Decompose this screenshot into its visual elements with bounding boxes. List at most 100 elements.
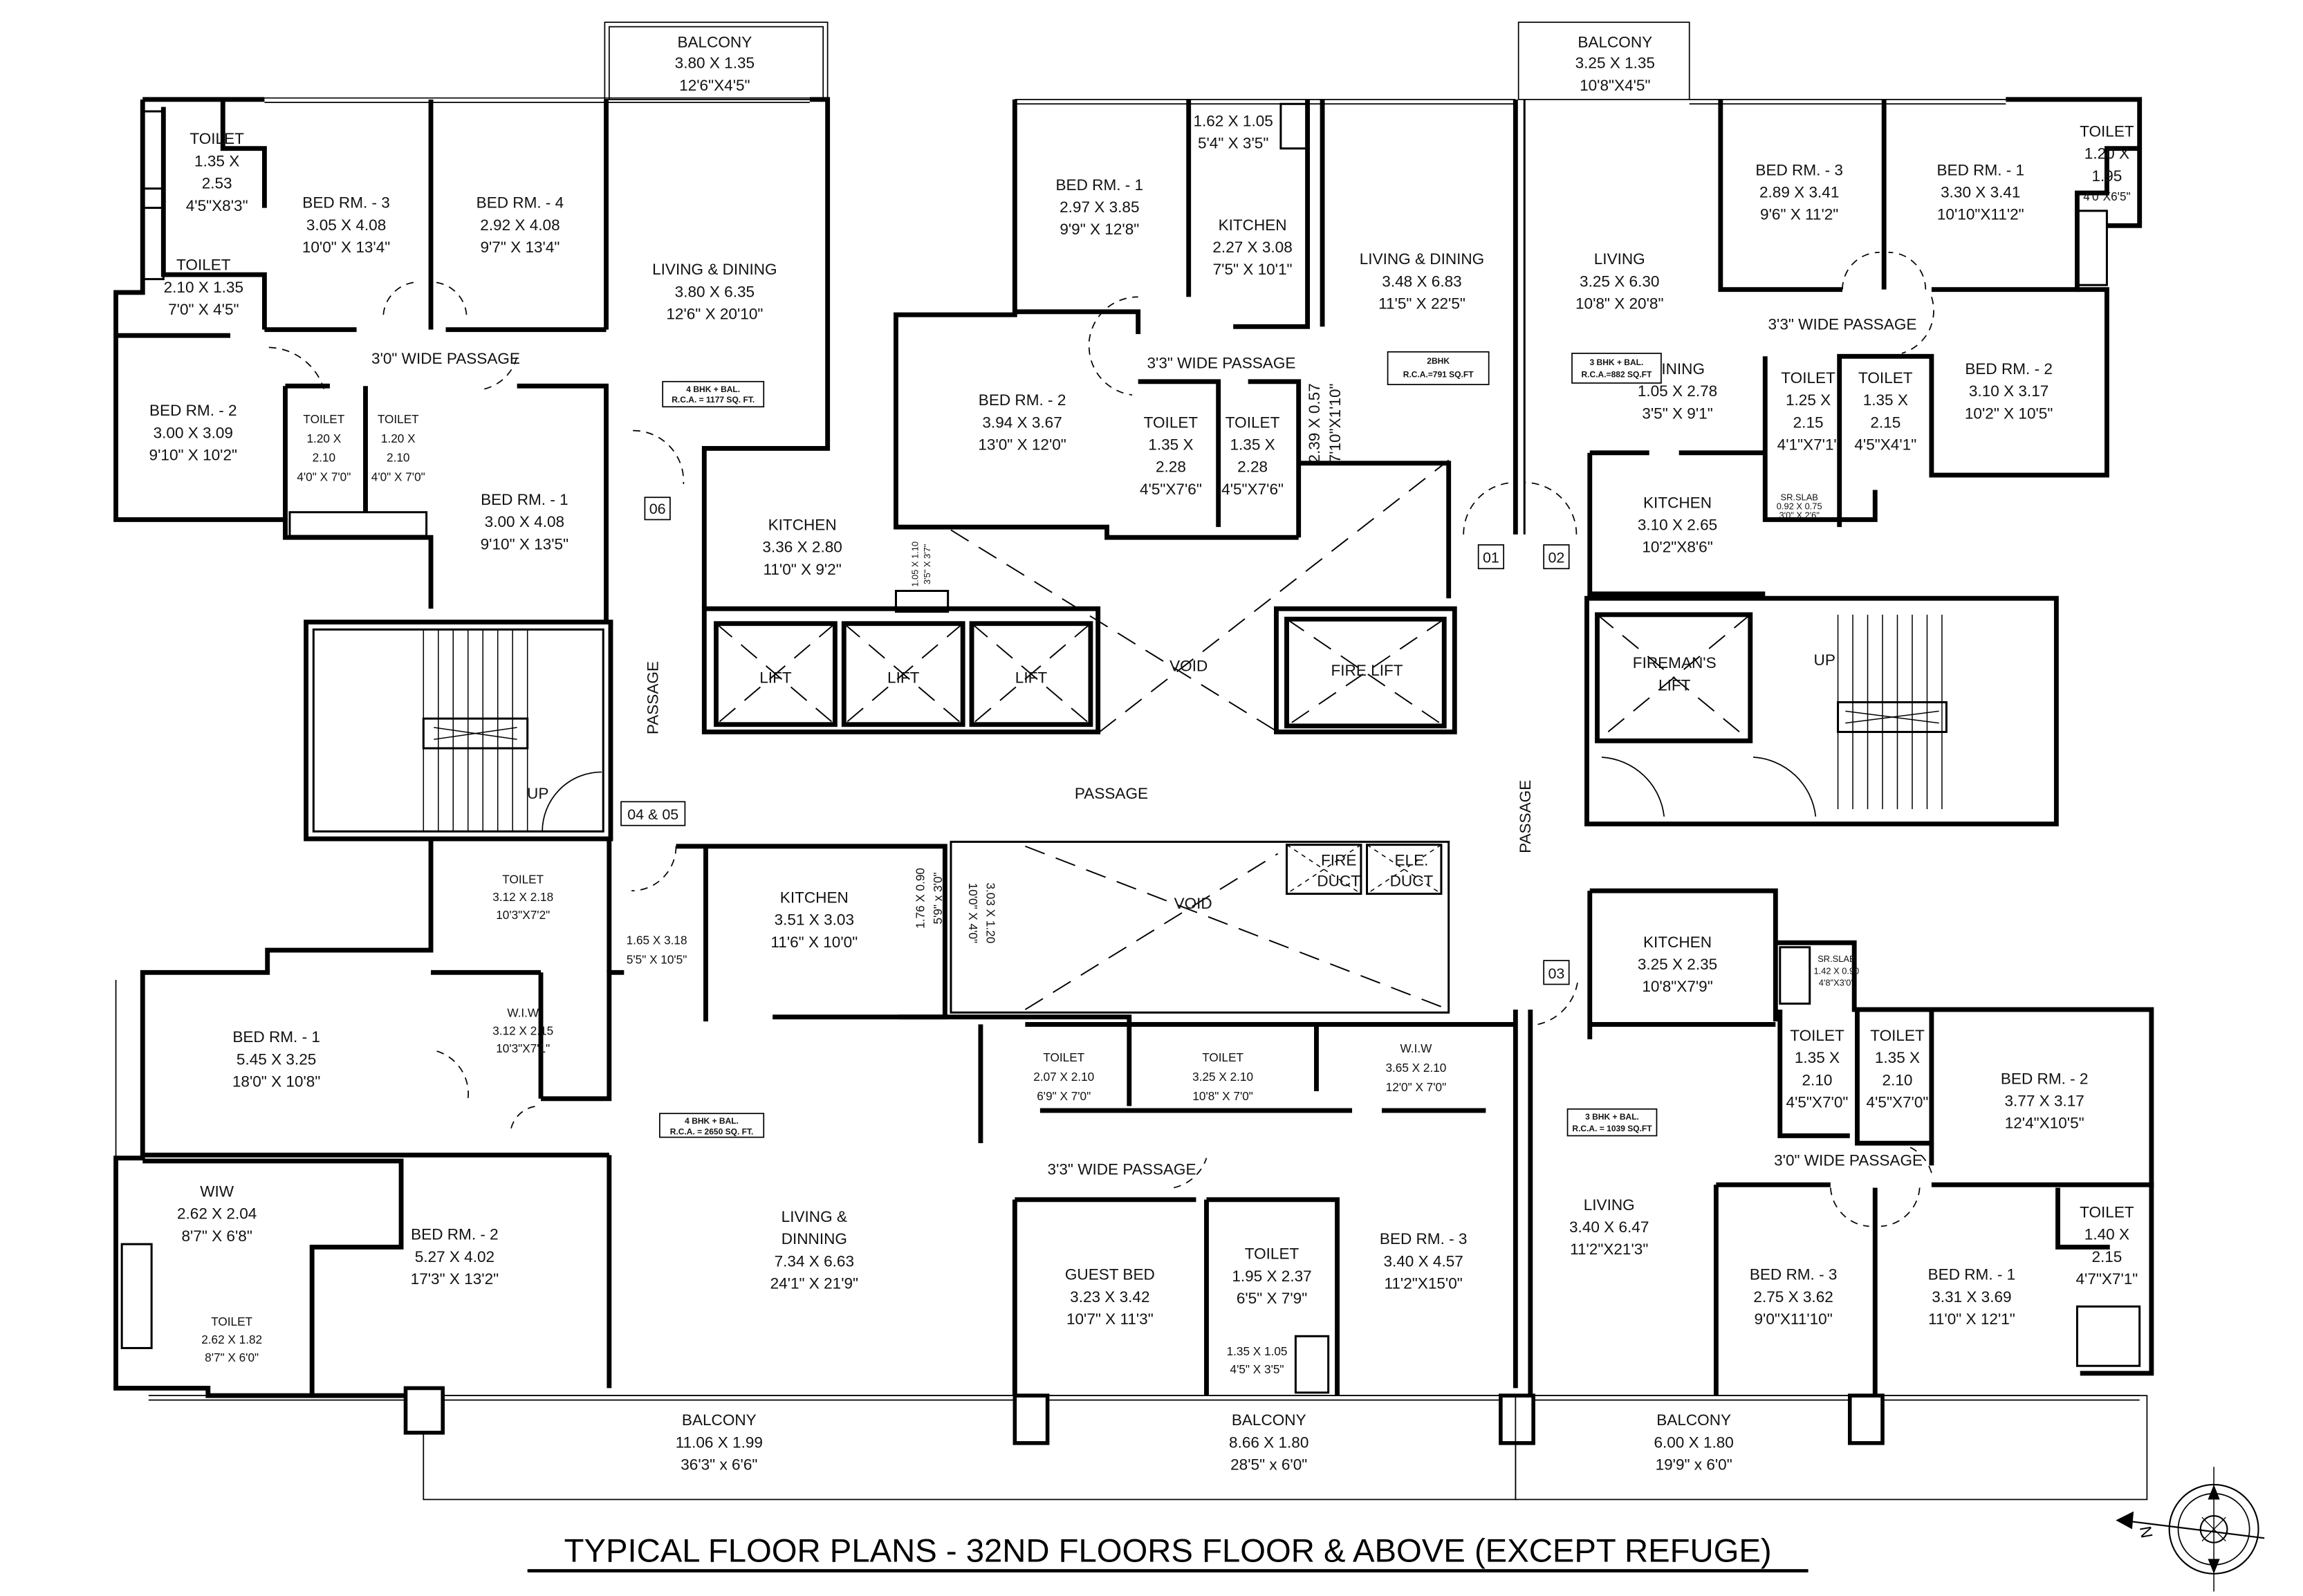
unit-type: 3 BHK + BAL. — [1585, 1112, 1639, 1122]
wall — [220, 99, 267, 208]
room-size-metric: 1.20 X — [307, 432, 342, 445]
room-name: LIVING — [1584, 1196, 1635, 1214]
room-size-imperial: 12'6"X4'5" — [679, 77, 750, 94]
stair-door — [1601, 757, 1665, 817]
wall — [113, 839, 434, 1398]
room-size-imperial: 11'5" X 22'5" — [1378, 295, 1465, 313]
shaft-size: 5'9" x 3'0" — [931, 872, 945, 924]
room-size-metric: 2.10 — [387, 451, 409, 465]
wall — [1855, 1009, 1932, 1146]
room-name: BED RM. - 1 — [1937, 161, 2025, 178]
room-name: TOILET — [1858, 369, 1913, 387]
room-size-imperial: 19'9" x 6'0" — [1656, 1456, 1732, 1474]
room-size-metric: 11.06 X 1.99 — [676, 1433, 763, 1451]
wall — [541, 969, 625, 1102]
wall — [1206, 1197, 1340, 1396]
room-size-imperial: 4'5"X7'0" — [1786, 1094, 1849, 1111]
room-name: BED RM. - 1 — [481, 491, 568, 508]
room-name: BED RM. - 2 — [2001, 1070, 2089, 1087]
firemans-lift — [1595, 612, 1753, 743]
flat-number: 04 & 05 — [627, 806, 678, 823]
passage-label: 3'3" WIDE PASSAGE — [1048, 1160, 1196, 1178]
stair-door — [1753, 757, 1817, 817]
room-size-imperial: 9'9" X 12'8" — [1060, 221, 1139, 238]
shaft — [2075, 1305, 2141, 1367]
flat-number-tag — [644, 497, 671, 521]
wall — [1248, 379, 1302, 538]
unit-type: 4 BHK + BAL. — [685, 1116, 739, 1126]
firemans-lift-label: LIFT — [1658, 676, 1691, 694]
room-size-imperial: 17'3" X 13'2" — [411, 1270, 499, 1288]
wall — [894, 99, 1299, 540]
passage-label: 3'3" WIDE PASSAGE — [1768, 316, 1917, 333]
rca-box — [659, 1113, 765, 1138]
passage-label: PASSAGE — [1517, 780, 1534, 853]
lift-label: LIFT — [759, 669, 792, 687]
room-size-metric: 1.95 X 2.37 — [1232, 1268, 1311, 1285]
room-name: LIVING & — [781, 1208, 847, 1225]
shaft — [1779, 946, 1811, 1005]
north-label: N — [2136, 1525, 2156, 1539]
room-size-imperial: 4'7"X7'1" — [2075, 1270, 2138, 1288]
room-size-metric: 3.51 X 3.03 — [775, 911, 854, 929]
room-size-imperial: 4'1"X7'1" — [1777, 436, 1840, 454]
fire-lift-label: FIRE LIFT — [1331, 662, 1403, 679]
wall — [1718, 99, 1842, 293]
room-name: TOILET — [1790, 1027, 1844, 1044]
column — [1012, 1393, 1050, 1445]
door-swing — [1887, 1142, 1932, 1173]
room-size-imperial: 9'10" X 10'2" — [149, 447, 237, 464]
door-swing — [1842, 252, 1880, 290]
stair-door — [542, 771, 602, 832]
door-swing — [1088, 296, 1138, 342]
room-name: BED RM. - 3 — [302, 194, 390, 212]
passage-label: 3'3" WIDE PASSAGE — [1147, 354, 1295, 371]
room-size-imperial: 3'0" X 2'6" — [1779, 510, 1820, 520]
door-swing — [1880, 1187, 1921, 1227]
room-name: KITCHEN — [1643, 934, 1712, 951]
stair-up-label: UP — [1814, 651, 1835, 669]
room-size-metric: 2.53 — [202, 175, 232, 192]
room-size-imperial: 10'10"X11'2" — [1937, 206, 2024, 223]
room-size-imperial: 11'0" X 12'1" — [1928, 1310, 2015, 1328]
room-size-metric: 1.25 X — [1786, 391, 1831, 409]
wall — [160, 106, 267, 330]
room-size-metric: 2.75 X 3.62 — [1753, 1288, 1833, 1306]
room-name: BED RM. - 3 — [1755, 161, 1843, 178]
room-name: BED RM. - 2 — [979, 391, 1066, 409]
room-size-metric: 3.12 X 2.18 — [492, 890, 553, 904]
room-size-imperial: 9'10" X 13'5" — [481, 535, 568, 553]
room-size-imperial: 4'5"X7'0" — [1867, 1094, 1929, 1111]
room-size-metric: 1.20 X — [381, 432, 416, 445]
room-name: TOILET — [502, 872, 544, 886]
shaft-size: 1.05 X 1.10 — [910, 541, 921, 587]
wall — [113, 99, 434, 609]
room-size-metric: 3.05 X 4.08 — [306, 216, 386, 234]
room-name: TOILET — [1245, 1245, 1300, 1263]
flat-number: 06 — [649, 501, 666, 517]
room-size-metric: 1.65 X 3.18 — [627, 933, 687, 947]
room-size-metric: 2.15 — [1870, 414, 1900, 431]
room-size-imperial: 5'5" X 10'5" — [627, 952, 687, 966]
shaft — [2075, 210, 2108, 286]
shaft-size: 1.76 X 0.90 — [913, 868, 927, 929]
unit-area: R.C.A.=791 SQ.FT — [1403, 369, 1474, 379]
room-size-imperial: 3'5" X 9'1" — [1642, 405, 1712, 422]
room-size-metric: 2.28 — [1156, 458, 1186, 476]
room-size-metric: 3.25 X 2.35 — [1638, 956, 1717, 973]
room-size-metric: 2.92 X 4.08 — [480, 216, 559, 234]
room-size-imperial: 9'0"X11'10" — [1754, 1310, 1832, 1328]
room-size-imperial: 4'5"X4'1" — [1854, 436, 1916, 454]
room-size-imperial: 12'4"X10'5" — [2005, 1115, 2084, 1132]
electrical-duct: ELE. DUCT — [1366, 844, 1443, 895]
room-name: BED RM. - 3 — [1380, 1230, 1468, 1247]
room-size-imperial: 11'6" X 10'0" — [770, 934, 858, 951]
room-size-imperial: 7'0" X 4'5" — [168, 301, 239, 318]
room-size-imperial: 10'2"X8'6" — [1642, 539, 1712, 556]
column — [403, 1386, 445, 1435]
room-name: WIW — [200, 1182, 234, 1200]
lift-3: LIFT — [969, 621, 1093, 727]
room-size-metric: 0.92 X 0.75 — [1777, 501, 1822, 511]
room-size-imperial: 10'0" X 13'4" — [302, 239, 390, 256]
room-size-imperial: 28'5" x 6'0" — [1230, 1456, 1307, 1474]
